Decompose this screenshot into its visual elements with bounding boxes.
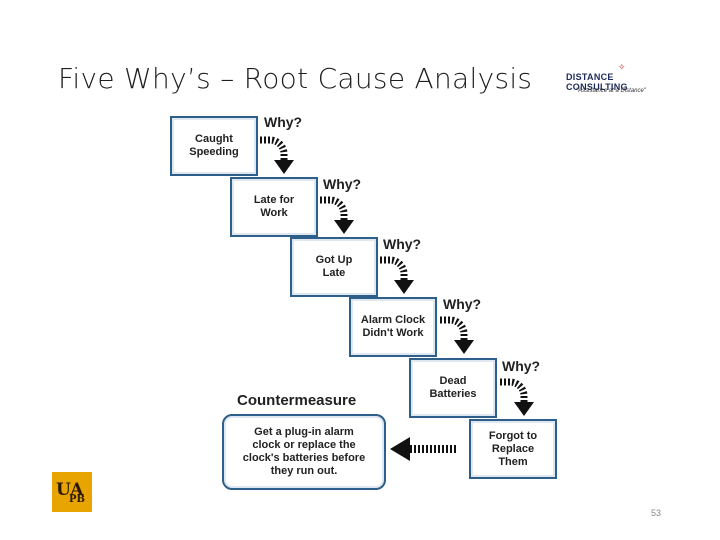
why-label-3: Why? (383, 236, 422, 252)
down-arrow-icon (260, 136, 294, 174)
step-3-line-1: Got Up (315, 254, 353, 266)
logo-tagline: "Assistance at a Distance" (576, 88, 646, 94)
countermeasure-line-4: they run out. (270, 465, 338, 477)
step-6-line-2: Replace (491, 442, 535, 455)
why-label-1: Why? (264, 114, 303, 130)
step-4-line-2: Didn't Work (362, 327, 424, 339)
step-3-line-2: Late (322, 267, 346, 279)
why-label-4: Why? (443, 296, 482, 312)
star-icon: ✧ (618, 62, 626, 72)
page-number: 53 (651, 508, 662, 518)
step-4-line-1: Alarm Clock (360, 314, 426, 326)
countermeasure-line-1: Get a plug-in alarm (254, 426, 354, 438)
down-arrow-icon (320, 196, 354, 234)
step-6-line-3: Them (498, 455, 528, 468)
why-label-2: Why? (323, 176, 362, 192)
down-arrow-icon (380, 256, 414, 294)
left-arrow-icon (390, 437, 456, 461)
step-2-line-1: Late for (253, 194, 295, 206)
step-5-line-2: Batteries (429, 388, 477, 400)
step-2-line-2: Work (260, 207, 288, 219)
uapb-logo: UA PB (52, 472, 92, 512)
why-label-5: Why? (502, 358, 541, 374)
countermeasure-title: Countermeasure (237, 392, 357, 409)
uapb-logo-pb: PB (69, 494, 85, 505)
countermeasure-line-3: clock's batteries before (242, 452, 366, 464)
uapb-logo-ua: UA (56, 480, 84, 500)
slide-title: Five Why’s – Root Cause Analysis (58, 62, 533, 95)
step-1-line-2: Speeding (189, 146, 239, 158)
countermeasure-line-2: clock or replace the (252, 439, 356, 451)
step-6-line-1: Forgot to (488, 429, 538, 442)
down-arrow-icon (440, 316, 474, 354)
step-1-line-1: Caught (195, 133, 233, 145)
countermeasure-box: Get a plug-in alarm clock or replace the… (222, 414, 386, 490)
logo-name: DISTANCE CONSULTING (566, 72, 628, 92)
down-arrow-icon (500, 378, 534, 416)
step-5-line-1: Dead (439, 375, 467, 387)
distance-consulting-logo: ✧ DISTANCE CONSULTING "Assistance at a D… (566, 62, 676, 100)
